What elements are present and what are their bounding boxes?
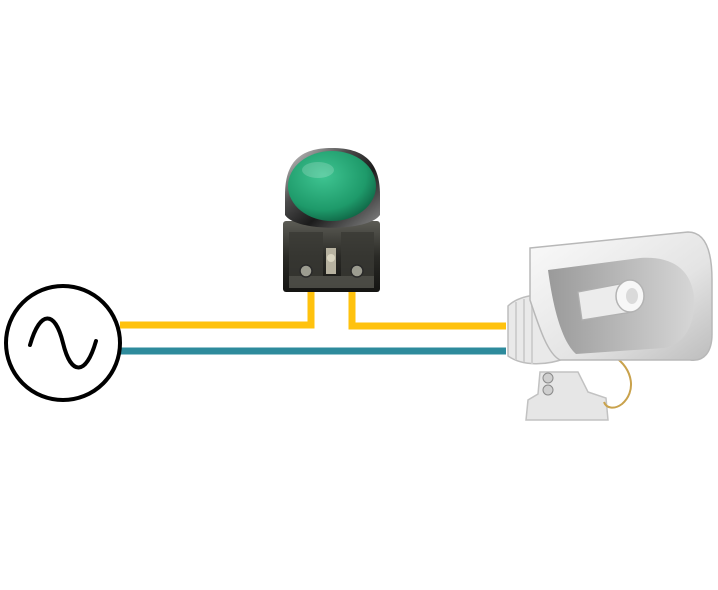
push-button [283,148,380,292]
live-wire-source-to-button [120,292,315,329]
ac-source [4,284,122,402]
live-wire-button-to-horn [348,292,506,330]
horn-cable [603,355,633,409]
sine-wave-icon [28,316,98,370]
horn-mounting-bracket [525,371,609,421]
siren-horn [507,231,713,421]
terminal-screw-icon [350,264,364,278]
push-button-cap [288,151,376,221]
wiring [120,292,506,355]
terminal-screw-icon [299,264,313,278]
